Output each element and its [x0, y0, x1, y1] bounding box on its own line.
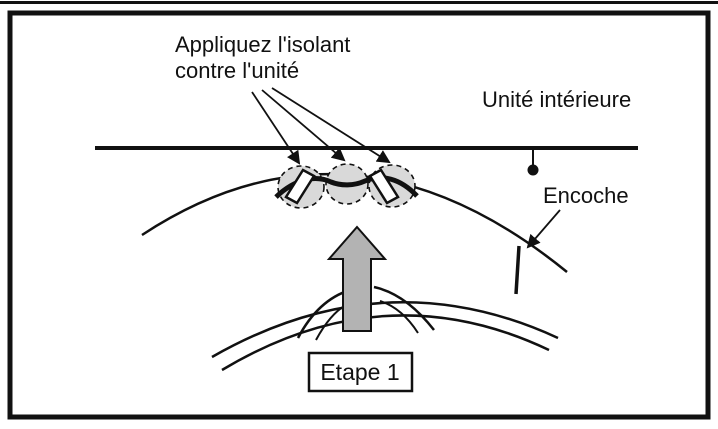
- claw-right-outer: [373, 285, 435, 331]
- callout-arrow-right: [271, 87, 391, 164]
- insulation-callout-line1: Appliquez l'isolant: [175, 32, 350, 57]
- insulation-piece-right: [368, 168, 400, 205]
- lower-panel-arc-inner: [221, 314, 550, 372]
- insulation-piece-left: [284, 168, 316, 205]
- claw-right-inner: [379, 300, 419, 334]
- notch-arrow: [526, 209, 561, 249]
- step-label: Etape 1: [320, 359, 399, 385]
- indoor-unit-dot: [527, 164, 539, 176]
- diagram-frame: [7, 10, 711, 420]
- callout-arrow-left: [251, 91, 301, 165]
- push-up-arrow: [326, 225, 388, 332]
- indoor-unit-label: Unité intérieure: [482, 87, 631, 112]
- notch-label: Encoche: [543, 183, 629, 208]
- callout-arrow-center: [261, 89, 346, 162]
- insulation-callout-line2: contre l'unité: [175, 58, 299, 83]
- notch-mark: [514, 245, 521, 295]
- step-box: [307, 351, 414, 393]
